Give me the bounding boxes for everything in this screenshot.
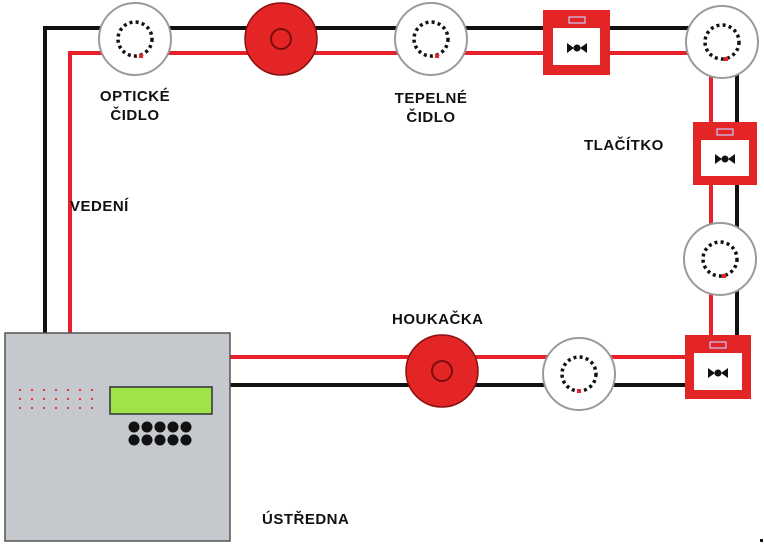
panel-led-grid-icon <box>19 389 93 409</box>
call-point-top <box>543 10 610 75</box>
label-optical-sensor: OPTICKÉ ČIDLO <box>95 87 175 125</box>
label-control-panel: ÚSTŘEDNA <box>262 511 350 528</box>
control-panel <box>4 332 231 542</box>
siren-top <box>244 2 318 76</box>
call-point-bottom-right <box>685 335 751 399</box>
label-thermal-sensor: TEPELNÉ ČIDLO <box>391 89 471 127</box>
label-thermal-line1: TEPELNÉ <box>394 90 468 107</box>
label-button: TLAČÍTKO <box>584 137 664 154</box>
panel-keypad-icon <box>128 421 192 446</box>
wire-black-loop <box>43 26 739 387</box>
label-optical-line1: OPTICKÉ <box>99 88 171 105</box>
detector-top-right <box>685 5 759 79</box>
label-thermal-line2: ČIDLO <box>406 109 456 126</box>
label-optical-line2: ČIDLO <box>110 107 160 124</box>
detector-bottom <box>542 337 616 411</box>
label-wiring: VEDENÍ <box>70 198 129 215</box>
label-siren: HOUKAČKA <box>392 311 484 328</box>
corner-dot <box>760 539 763 542</box>
siren-bottom <box>405 334 479 408</box>
thermal-detector <box>394 2 468 76</box>
detector-right-middle <box>683 222 757 296</box>
call-point-right <box>693 122 757 185</box>
optical-detector <box>98 2 172 76</box>
panel-display <box>109 386 213 415</box>
